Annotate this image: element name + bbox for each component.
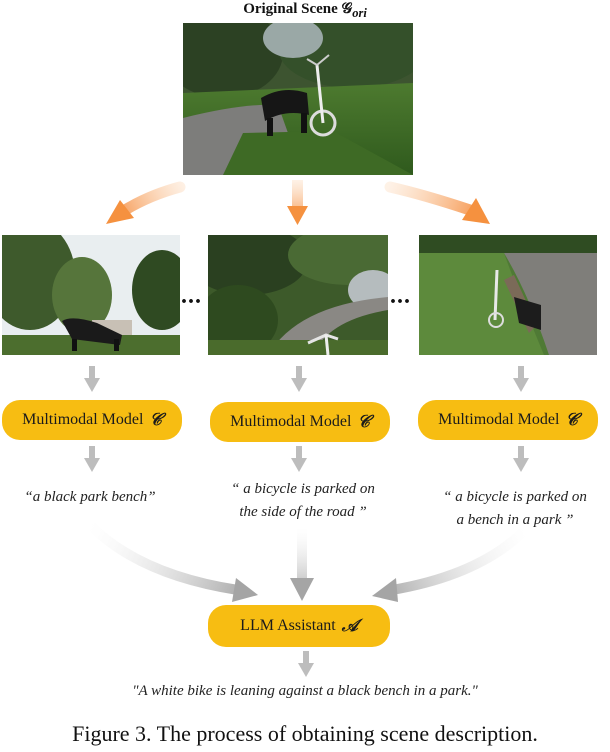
view-1-image xyxy=(2,235,180,355)
orange-arrow-middle xyxy=(287,180,308,225)
view-2-image xyxy=(208,235,388,355)
ellipsis-1: ... xyxy=(181,283,202,309)
gray-arrow-model1-caption xyxy=(84,446,100,472)
orange-arrow-right xyxy=(384,181,490,224)
final-scene-description: "A white bike is leaning against a black… xyxy=(132,683,478,699)
orange-arrow-left xyxy=(106,181,186,224)
gray-arrow-image2-model xyxy=(291,366,307,392)
figure-caption: Figure 3. The process of obtaining scene… xyxy=(72,721,538,746)
caption-view-1: “a black park bench” xyxy=(24,489,156,505)
caption-view-3: “ a bicycle is parked on a bench in a pa… xyxy=(443,489,587,528)
gray-arrow-caption2-llm xyxy=(290,528,314,601)
ellipsis-2: ... xyxy=(390,283,411,309)
gray-arrow-image3-model xyxy=(513,366,529,392)
figure-title: Original Scene 𝒢ori xyxy=(243,1,367,20)
gray-arrow-caption3-llm xyxy=(372,525,530,602)
gray-arrow-caption1-llm xyxy=(85,520,258,602)
original-scene-image xyxy=(183,23,413,175)
caption-view-2: “ a bicycle is parked on the side of the… xyxy=(231,481,375,520)
gray-arrow-llm-final xyxy=(298,651,314,677)
gray-arrow-model3-caption xyxy=(513,446,529,472)
view-3-image xyxy=(419,235,597,355)
gray-arrow-image1-model xyxy=(84,366,100,392)
gray-arrow-model2-caption xyxy=(291,446,307,472)
